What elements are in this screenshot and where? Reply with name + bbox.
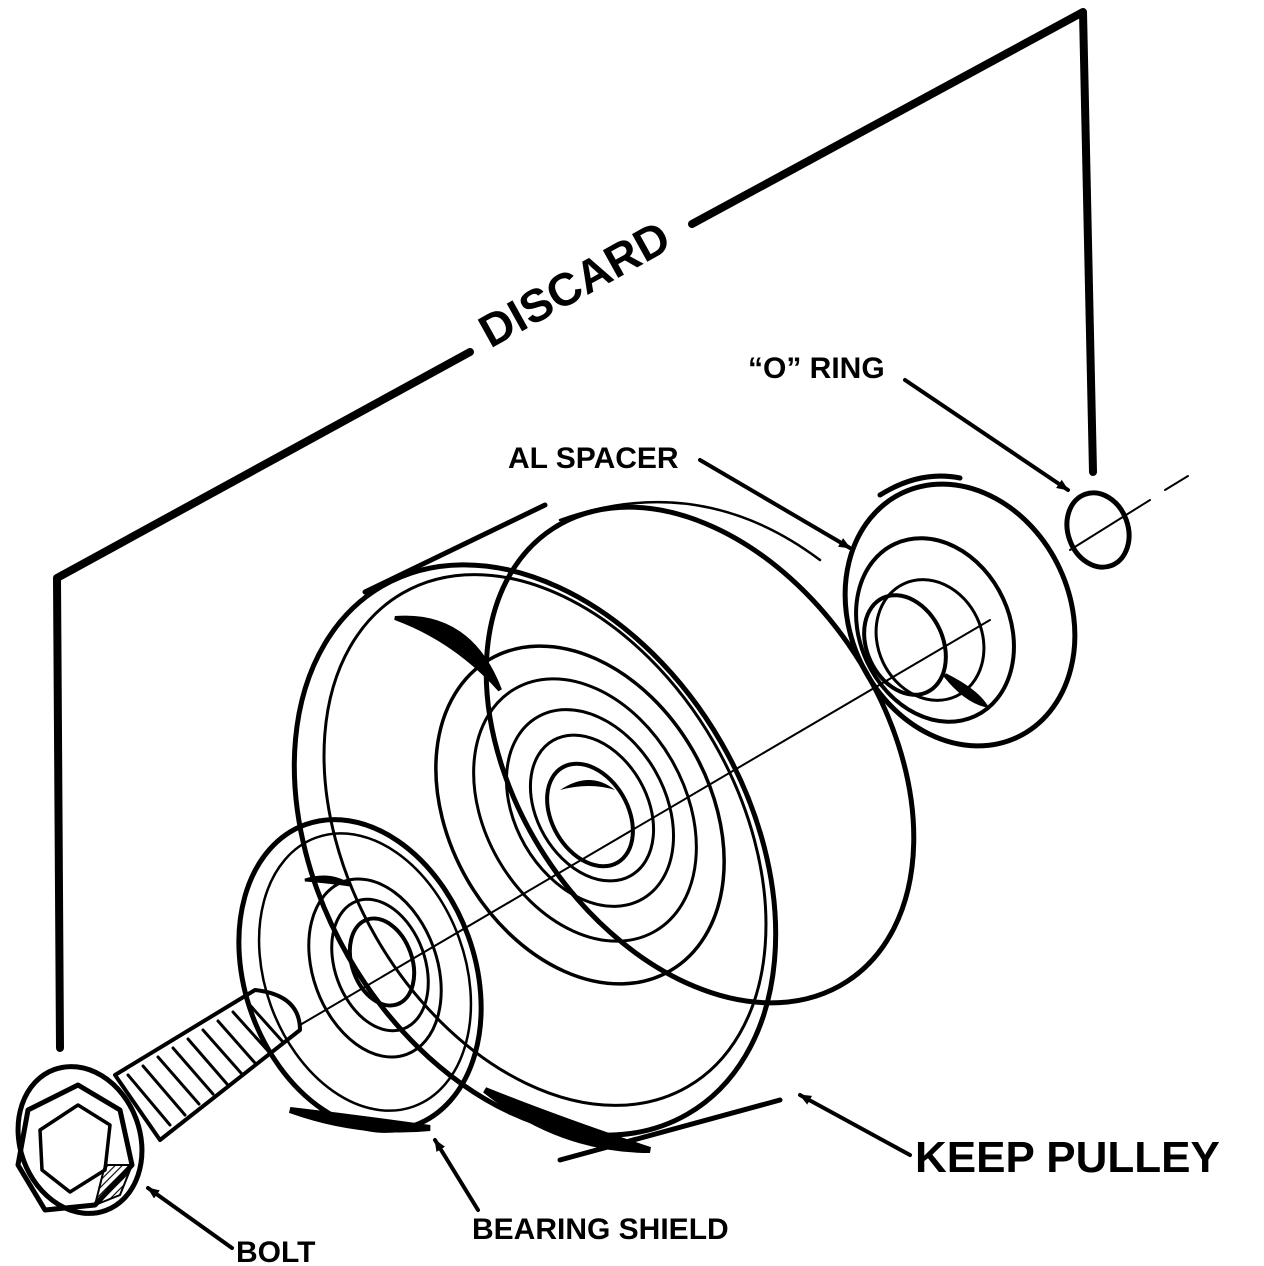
al-spacer-leader (698, 458, 852, 550)
keep-pulley-leader (798, 1093, 912, 1157)
o-ring (1064, 490, 1132, 570)
bolt (15, 988, 302, 1216)
bearing-shield-label: BEARING SHIELD (472, 1213, 729, 1246)
discard-bracket-line (53, 348, 474, 1052)
keep-pulley-label: KEEP PULLEY (915, 1133, 1220, 1182)
o-ring-leader (903, 378, 1070, 492)
discard-bracket-line-right (688, 8, 1097, 476)
al-spacer-label: AL SPACER (508, 442, 679, 475)
al-spacer (842, 473, 1078, 749)
discard-label: DISCARD (470, 210, 678, 357)
bolt-label: BOLT (236, 1236, 315, 1266)
o-ring-label: “O” RING (748, 352, 885, 385)
bearing-shield-leader (433, 1138, 480, 1212)
bolt-leader (146, 1186, 234, 1250)
bearing-shield (236, 817, 484, 1133)
